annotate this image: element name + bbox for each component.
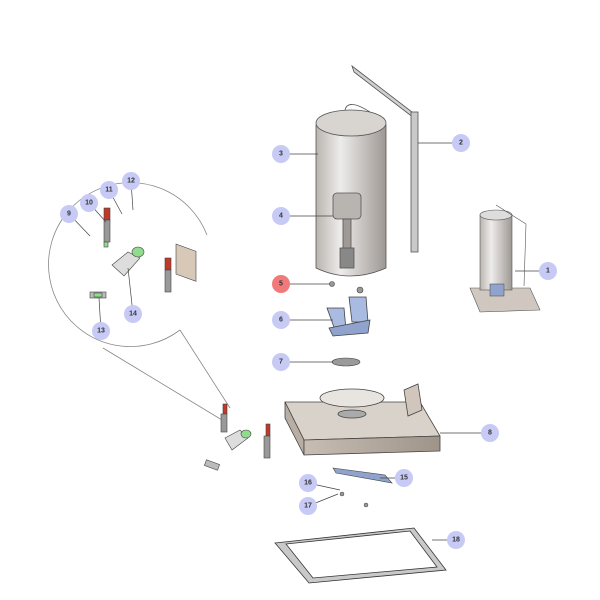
lever-arm <box>351 64 419 253</box>
callout-label: 6 <box>279 317 283 324</box>
callout-bubble <box>299 474 317 492</box>
screw-part <box>363 502 369 508</box>
callout-label: 3 <box>279 151 283 158</box>
callout-12: 12 <box>122 172 140 211</box>
callout-bubble <box>395 469 413 487</box>
detail-parts <box>89 207 197 299</box>
assembly-preview <box>469 204 541 313</box>
callout-bubble <box>60 205 78 223</box>
washer-disc <box>331 357 361 367</box>
callout-10: 10 <box>80 194 107 223</box>
callout-label: 15 <box>400 475 408 482</box>
callout-bubble <box>272 275 290 293</box>
callout-label: 17 <box>304 503 312 510</box>
callout-label: 10 <box>85 200 93 207</box>
callout-5: 5 <box>272 275 330 293</box>
pin <box>339 491 345 497</box>
callout-bubble <box>92 322 110 340</box>
callout-16: 16 <box>299 474 341 492</box>
callout-bubble <box>124 305 142 323</box>
callout-label: 11 <box>105 187 113 194</box>
callout-label: 2 <box>459 140 463 147</box>
nut-part <box>356 286 364 294</box>
callout-bubble <box>272 207 290 225</box>
callout-4: 4 <box>272 207 333 225</box>
callout-label: 4 <box>279 213 283 220</box>
callout-13: 13 <box>92 297 110 340</box>
callout-label: 18 <box>452 537 460 544</box>
callout-17: 17 <box>299 493 339 515</box>
callout-label: 9 <box>67 211 71 218</box>
callout-18: 18 <box>432 531 465 549</box>
callout-15: 15 <box>380 469 413 487</box>
callout-3: 3 <box>272 145 318 163</box>
callout-bubble <box>272 353 290 371</box>
callout-bubble <box>100 181 118 199</box>
callout-6: 6 <box>272 311 333 329</box>
callout-bubble <box>80 194 98 212</box>
callout-label: 7 <box>279 359 283 366</box>
callout-2: 2 <box>418 134 470 152</box>
callout-label: 12 <box>127 178 135 185</box>
callout-bubble <box>122 172 140 190</box>
screw-part <box>329 281 335 287</box>
callout-bubble <box>481 424 499 442</box>
callout-bubble <box>447 531 465 549</box>
bracket <box>326 296 371 337</box>
callout-8: 8 <box>440 424 499 442</box>
callout-7: 7 <box>272 353 333 371</box>
callout-label: 14 <box>129 311 137 318</box>
callout-bubble <box>539 262 557 280</box>
callout-14: 14 <box>124 267 142 323</box>
callout-bubble <box>272 145 290 163</box>
frame-gasket <box>274 527 447 584</box>
callout-label: 13 <box>97 328 105 335</box>
callout-bubble <box>452 134 470 152</box>
callout-1: 1 <box>515 262 557 280</box>
callout-label: 5 <box>279 281 283 288</box>
callout-label: 16 <box>304 480 312 487</box>
base-box <box>284 383 441 456</box>
callout-bubble <box>299 497 317 515</box>
callout-bubble <box>272 311 290 329</box>
callout-label: 8 <box>488 430 492 437</box>
cylinder-tank <box>315 104 387 277</box>
callout-label: 1 <box>546 268 550 275</box>
blade <box>332 467 393 484</box>
callout-11: 11 <box>100 181 123 215</box>
clamps-main <box>204 403 271 471</box>
callout-9: 9 <box>60 205 91 237</box>
detail-magnifier <box>48 182 231 421</box>
